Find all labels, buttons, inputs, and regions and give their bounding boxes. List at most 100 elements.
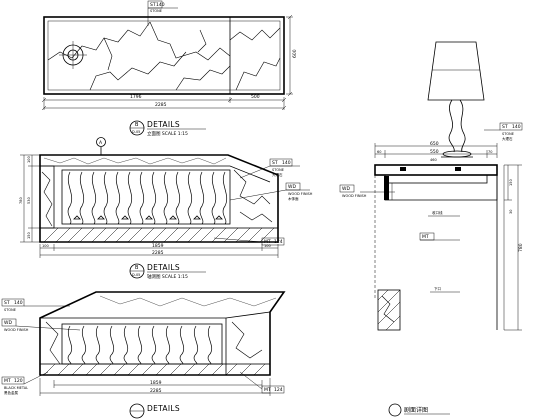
sec-dim-60: 60: [377, 150, 381, 154]
elev-dim-530: 530: [27, 197, 31, 204]
svg-text:124: 124: [274, 239, 283, 245]
plan-marble-veins: [47, 21, 281, 91]
elevation-wave-fins: [67, 171, 228, 225]
plan-callout-code: ST: [150, 2, 156, 8]
isometric-stone-callout: ST 140 STONE: [1, 298, 70, 312]
elevation-metal-callout: MT 124: [213, 237, 285, 246]
isometric-subtitle: 轴测图 SCALE 1:15: [147, 273, 188, 280]
isometric-base-hatch: [43, 363, 266, 376]
section-wood-callout: WD WOOD FINISH: [339, 184, 395, 198]
plan-top-inset: [47, 20, 281, 91]
elevation-fin-bases: [73, 215, 223, 220]
elevation-title-block: B D-05 DETAILS 立面图 SCALE 1:15: [129, 120, 206, 137]
section-note-1: 收口线: [432, 210, 443, 215]
section-notes: 收口线 下口: [428, 210, 460, 293]
svg-text:木饰面: 木饰面: [288, 196, 299, 201]
elev-dim-780: 780: [19, 197, 23, 204]
sec-dim-460: 460: [430, 158, 437, 162]
section-metal-callout: MT: [419, 232, 460, 241]
svg-text:大理石: 大理石: [272, 172, 283, 177]
section-title: 剧面详图: [404, 406, 428, 414]
svg-text:120: 120: [14, 378, 23, 384]
section-right-dimensions: 150 780 30: [504, 164, 524, 331]
svg-text:A: A: [99, 140, 103, 146]
elevation-stone-callout: ST 140 STONE 大理石: [239, 158, 300, 179]
plan-stone-callout: ST 140 STONE: [147, 0, 178, 26]
svg-text:MT: MT: [264, 239, 271, 245]
elev-dim-b100b: 100: [264, 244, 271, 248]
plan-top-outline: [43, 16, 285, 95]
elevation-left-dimensions: 100 530 780 150: [19, 154, 40, 243]
elevation-subtitle: 立面图 SCALE 1:15: [147, 130, 188, 137]
elevation-title: DETAILS: [147, 120, 180, 129]
section-view: ST 140 STONE 大理石 650 550 60 460 70: [339, 41, 524, 417]
svg-text:WD: WD: [342, 186, 350, 192]
svg-text:STONE: STONE: [4, 308, 16, 312]
elevation-marker-sheet: D-05: [132, 130, 140, 134]
elev-dim-100: 100: [27, 156, 31, 163]
section-top-dimensions: 650 550 60 460 70: [374, 141, 498, 162]
elevation-base-hatch: [43, 227, 275, 243]
sec-dim-780: 780: [518, 243, 524, 252]
iso-dim-1859: 1859: [150, 380, 162, 386]
isometric-title: DETAILS: [147, 263, 180, 272]
isometric-marker-sheet: D-05: [132, 273, 140, 277]
isometric-view: ST 140 STONE WD WOOD FINISH MT 120 BLACK…: [1, 291, 286, 396]
isometric-title-block: B D-05 DETAILS 轴测图 SCALE 1:15: [129, 263, 206, 280]
elev-dim-2285: 2285: [152, 250, 164, 256]
section-title-block: 剧面详图: [388, 403, 450, 417]
svg-text:MT: MT: [264, 387, 271, 393]
plan-dim-2285: 2285: [155, 102, 167, 108]
svg-text:ST: ST: [502, 124, 508, 130]
svg-text:大理石: 大理石: [502, 136, 513, 141]
elevation-outline: [39, 154, 279, 243]
isometric-dimensions: 1859 2285: [39, 378, 271, 396]
svg-text:WOOD FINISH: WOOD FINISH: [4, 328, 29, 332]
plan-callout-material: STONE: [150, 9, 162, 13]
svg-text:ST: ST: [272, 160, 278, 166]
lamp-shade: [427, 41, 485, 101]
plan-dim-600: 600: [292, 49, 298, 58]
svg-text:黑色金属: 黑色金属: [4, 390, 18, 395]
isometric-black-metal-callout: MT 120 BLACK METAL 黑色金属: [1, 371, 49, 395]
isometric-wood-callout: WD WOOD FINISH: [1, 318, 81, 332]
svg-text:BLACK METAL: BLACK METAL: [4, 386, 28, 390]
svg-text:WOOD FINISH: WOOD FINISH: [288, 192, 313, 196]
sec-dim-70: 70: [488, 150, 492, 154]
section-note-2: 下口: [434, 287, 442, 291]
iso-dim-2285: 2285: [150, 388, 162, 394]
bottom-title-block: DETAILS: [129, 403, 180, 419]
sec-dim-150: 150: [509, 179, 513, 186]
svg-text:140: 140: [512, 124, 521, 130]
svg-text:124: 124: [274, 387, 283, 393]
elevation-marker-letter: B: [135, 122, 139, 128]
plan-dimensions: 1796 500 2285 600: [41, 14, 298, 111]
sec-dim-30: 30: [509, 210, 513, 214]
svg-text:ST: ST: [4, 300, 10, 306]
elevation-wood-callout: WD WOOD FINISH 木饰面: [229, 182, 313, 201]
isometric-marker-letter: B: [135, 265, 139, 271]
isometric-metal-callout: MT 124: [239, 371, 285, 394]
section-top-slab: [374, 164, 498, 176]
section-base-block: [377, 289, 401, 331]
plan-callout-num: 140: [156, 2, 165, 8]
bottom-title: DETAILS: [147, 404, 180, 413]
svg-text:STONE: STONE: [502, 132, 514, 136]
sec-dim-650: 650: [430, 141, 439, 147]
svg-text:MT: MT: [4, 378, 11, 384]
elev-dim-150: 150: [27, 232, 31, 239]
isometric-outline: [39, 291, 286, 376]
svg-text:WD: WD: [4, 320, 12, 326]
lamp-drawing: [427, 41, 485, 158]
plan-dim-1796: 1796: [130, 94, 142, 100]
elev-dim-1859: 1859: [152, 243, 164, 249]
plan-sink-symbol: [59, 41, 87, 69]
svg-text:140: 140: [282, 160, 291, 166]
svg-text:MT: MT: [422, 234, 429, 240]
sec-dim-550: 550: [430, 149, 439, 155]
section-stone-callout: ST 140 STONE 大理石: [484, 122, 523, 141]
svg-text:WOOD FINISH: WOOD FINISH: [342, 194, 367, 198]
svg-text:140: 140: [14, 300, 23, 306]
svg-text:WD: WD: [288, 184, 296, 190]
